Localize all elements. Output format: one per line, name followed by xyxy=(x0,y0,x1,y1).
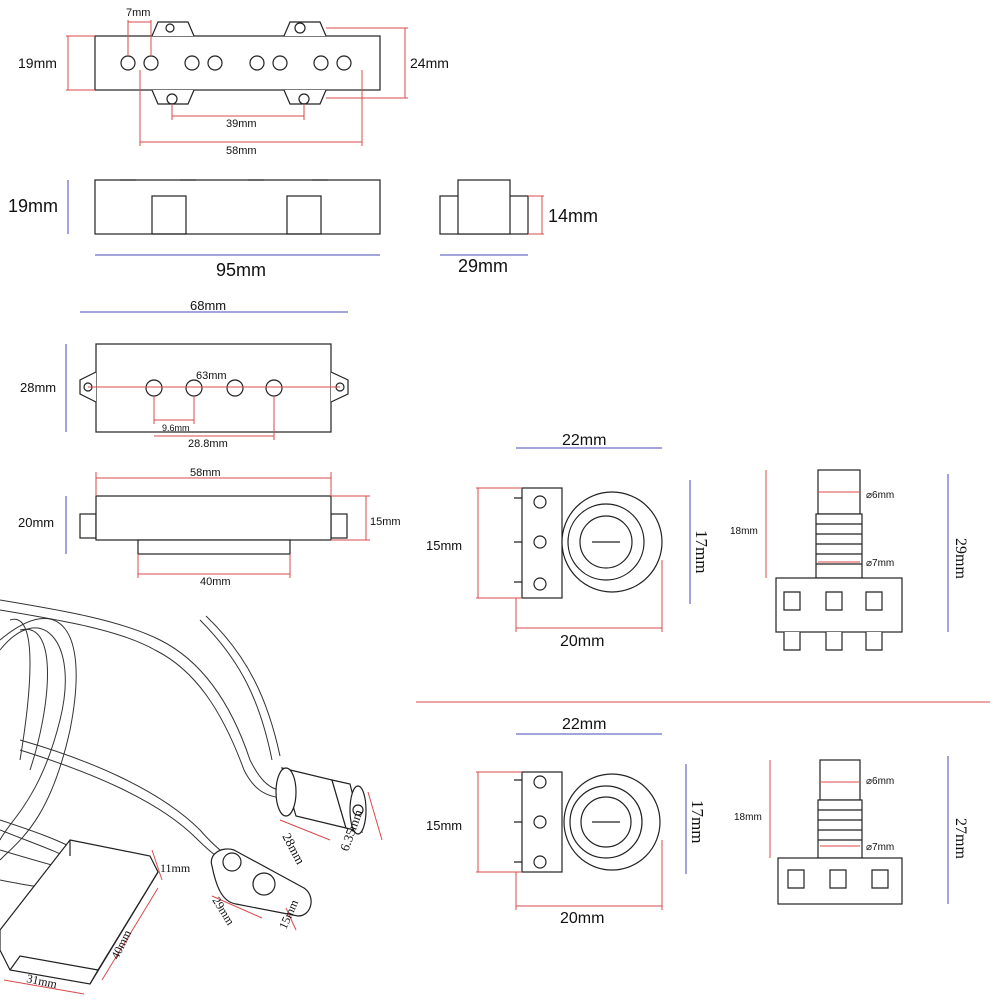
pbass-side-bottom-width: 40mm xyxy=(200,576,231,588)
pbass-top-height: 28mm xyxy=(20,380,56,395)
box-height: 11mm xyxy=(160,861,191,875)
pbass-top-width: 68mm xyxy=(190,298,226,313)
pot-long-front-view: 22mm 15mm 17mm 20mm xyxy=(426,432,711,650)
pbass-top-hole-span: 63mm xyxy=(196,370,227,382)
pot-long-side-view: ⌀6mm ⌀7mm 18mm 29mm xyxy=(730,469,969,651)
pbass-pickup-side-view: 58mm 20mm 15mm 40mm xyxy=(18,467,401,588)
jazz-side-end-width: 29mm xyxy=(458,256,508,276)
jazz-pickup-top-view: 19mm 24mm 7mm 39mm 58mm xyxy=(18,7,449,157)
pot-long-shaft-diameter: ⌀6mm xyxy=(866,490,894,501)
battery-clip xyxy=(210,848,312,931)
pot-long-thread-diameter: ⌀7mm xyxy=(866,558,894,569)
pot-short-height-right: 17mm xyxy=(688,800,707,843)
pot-long-shaft-length: 18mm xyxy=(730,526,758,537)
jazz-top-height-right: 24mm xyxy=(410,55,449,71)
jazz-top-height-left: 19mm xyxy=(18,55,57,71)
pbass-side-top-width: 58mm xyxy=(190,467,221,479)
output-jack xyxy=(275,767,383,841)
jazz-side-end-height: 14mm xyxy=(548,206,598,226)
pot-long-width-bottom: 20mm xyxy=(560,633,604,650)
pot-long-total-height: 29mm xyxy=(952,538,969,579)
pbass-top-pole-gap: 9.6mm xyxy=(162,423,190,433)
pbass-side-height-left: 20mm xyxy=(18,515,54,530)
pot-long-height-left: 15mm xyxy=(426,538,462,553)
jazz-pickup-side-view: 19mm 95mm 14mm 29mm xyxy=(8,179,598,280)
pot-short-height-left: 15mm xyxy=(426,818,462,833)
jazz-top-pole-gap: 7mm xyxy=(126,7,150,19)
jazz-top-pole-span: 58mm xyxy=(226,145,257,157)
pot-short-total-height: 27mm xyxy=(952,818,969,859)
jazz-side-length: 95mm xyxy=(216,260,266,280)
wiring-harness: 28mm 6.35mm 29mm 15mm 11mm 40mm 31mm xyxy=(0,599,383,995)
pbass-side-height-right: 15mm xyxy=(370,516,401,528)
pbass-pickup-top-view: 68mm 28mm 63mm 9.6mm 28.8mm xyxy=(20,298,349,450)
jazz-top-screw-span: 39mm xyxy=(226,118,257,130)
box-width: 31mm xyxy=(25,971,59,991)
jack-length: 28mm xyxy=(279,830,308,866)
pot-short-thread-diameter: ⌀7mm xyxy=(866,842,894,853)
pot-short-front-view: 22mm 15mm 17mm 20mm xyxy=(426,716,707,927)
pot-short-width-top: 22mm xyxy=(562,716,606,733)
pbass-top-pole-span: 28.8mm xyxy=(188,438,228,450)
pot-short-width-bottom: 20mm xyxy=(560,910,604,927)
pot-long-height-right: 17mm xyxy=(692,530,711,573)
pot-long-width-top: 22mm xyxy=(562,432,606,449)
preamp-box xyxy=(0,839,163,995)
jazz-side-height: 19mm xyxy=(8,196,58,216)
pot-short-shaft-diameter: ⌀6mm xyxy=(866,776,894,787)
pot-short-shaft-length: 18mm xyxy=(734,812,762,823)
pot-short-side-view: ⌀6mm ⌀7mm 18mm 27mm xyxy=(734,756,969,905)
